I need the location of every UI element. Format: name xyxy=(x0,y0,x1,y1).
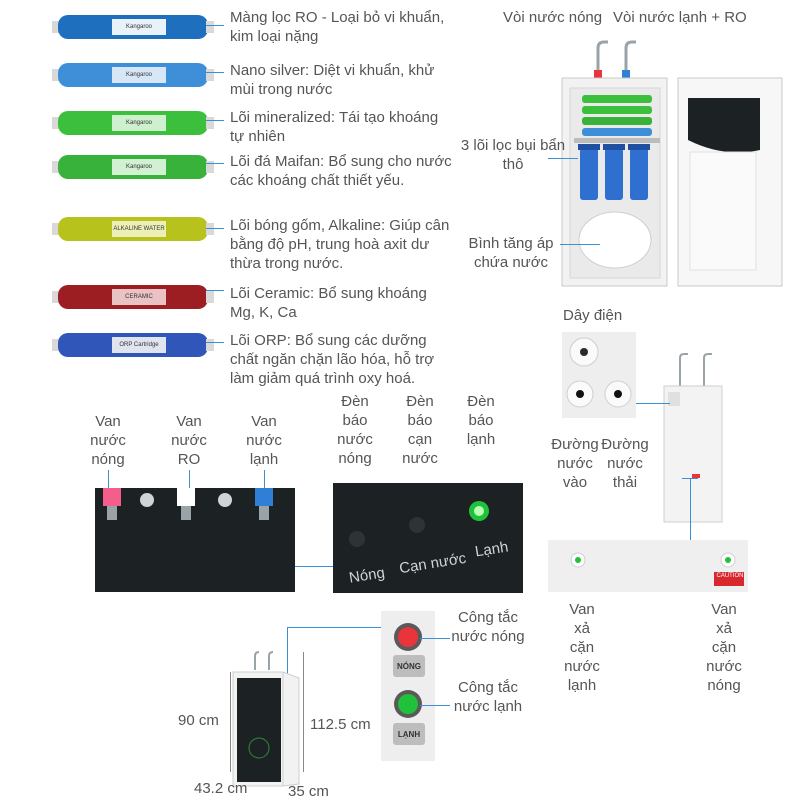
filter-description-ceramic: Lõi Ceramic: Bổ sung khoáng Mg, K, Ca xyxy=(230,285,427,321)
cold-button-text: LẠNH xyxy=(397,730,421,739)
water-in-label: Đường nước vào xyxy=(551,436,599,491)
prefilters-label: 3 lõi lọc bụi bẩn thô xyxy=(460,137,566,173)
filter-leader-line xyxy=(206,25,224,26)
height-left-label: 90 cm xyxy=(178,712,219,729)
tap-cold-label: Van nước lạnh xyxy=(246,413,282,468)
filter-cartridge-mineralized: Kangaroo xyxy=(52,108,214,138)
filter-leader-line xyxy=(206,228,224,229)
filter-cartridge-alkaline: ALKALINE WATER xyxy=(52,214,214,244)
drain-valves-strip xyxy=(548,540,748,592)
tank-leader xyxy=(560,244,600,245)
filter-cartridge-ceramic: CERAMIC xyxy=(52,282,214,312)
filter-description-orp: Lõi ORP: Bổ sung các dưỡng chất ngăn chặ… xyxy=(230,332,435,387)
back-ports-panel xyxy=(562,332,636,418)
drain-leader-v xyxy=(690,478,691,540)
filter-description-maifan: Lõi đá Maifan: Bổ sung cho nước các khoá… xyxy=(230,153,452,189)
filter-leader-line xyxy=(206,342,224,343)
drain-cold-label: Van xả cặn nước lạnh xyxy=(564,601,600,694)
prefilters-leader xyxy=(548,158,578,159)
hot-switch-leader xyxy=(420,638,450,639)
filter-brand-tag: Kangaroo xyxy=(125,24,153,30)
cabinet-side-view xyxy=(662,352,724,524)
width-label: 43.2 cm xyxy=(194,780,248,797)
switch-panel-leader-h xyxy=(287,627,381,628)
switch-panel-leader-v xyxy=(287,627,288,679)
filter-cartridge-ro: Kangaroo xyxy=(52,12,214,42)
filter-leader-line xyxy=(206,290,224,291)
filter-leader-line xyxy=(206,163,224,164)
drain-leader-h xyxy=(682,478,698,479)
filter-brand-tag: Kangaroo xyxy=(125,72,153,78)
filter-leader-line xyxy=(206,120,224,121)
indicator-panel: Nóng Cạn nước Lạnh xyxy=(333,483,523,593)
drain-hot-label: Van xả cặn nước nóng xyxy=(706,601,742,694)
tap-ro-leader xyxy=(189,470,190,488)
empty-lamp-label: Đèn báo cạn nước xyxy=(402,393,438,467)
height-dim-line-right xyxy=(303,652,304,772)
filter-brand-tag: ALKALINE WATER xyxy=(113,226,165,232)
filter-description-alkaline: Lõi bóng gốm, Alkaline: Giúp cân bằng độ… xyxy=(230,217,450,272)
depth-label: 35 cm xyxy=(288,783,329,800)
taps-panel xyxy=(95,488,295,592)
cold-switch-leader xyxy=(420,705,450,706)
water-out-label: Đường nước thải xyxy=(601,436,649,491)
cold-tap-label: Vòi nước lạnh + RO xyxy=(613,9,747,26)
power-cord-label: Dây điện xyxy=(563,307,623,324)
filter-brand-tag: Kangaroo xyxy=(125,120,153,126)
dimension-product-image xyxy=(225,648,305,788)
hot-lamp-label: Đèn báo nước nóng xyxy=(337,393,373,467)
cabinet-illustration xyxy=(560,40,785,290)
hot-button-text: NÓNG xyxy=(397,662,421,671)
filter-description-mineralized: Lõi mineralized: Tái tạo khoáng tự nhiên xyxy=(230,109,439,145)
taps-to-lamps-leader xyxy=(295,566,335,567)
filter-brand-tag: ORP Cartridge xyxy=(119,342,159,348)
switch-panel: NÓNG LẠNH xyxy=(381,611,435,761)
side-view-leader xyxy=(636,403,670,404)
hot-switch-label: Công tắc nước nóng xyxy=(451,609,525,645)
filter-cartridge-maifan: Kangaroo xyxy=(52,152,214,182)
cold-lamp-label: Đèn báo lạnh xyxy=(466,393,496,448)
tank-label: Bình tăng áp chứa nước xyxy=(468,235,554,271)
filter-brand-tag: Kangaroo xyxy=(125,164,153,170)
height-dim-line-left xyxy=(230,672,231,772)
filter-description-nano-silver: Nano silver: Diệt vi khuẩn, khử mùi tron… xyxy=(230,62,435,98)
tap-hot-leader xyxy=(108,470,109,488)
filter-leader-line xyxy=(206,72,224,73)
filter-cartridge-orp: ORP Cartridge xyxy=(52,330,214,360)
filter-brand-tag: CERAMIC xyxy=(125,294,153,300)
filter-description-ro: Màng lọc RO - Loại bỏ vi khuẩn, kim loại… xyxy=(230,9,445,45)
filter-cartridge-nano-silver: Kangaroo xyxy=(52,60,214,90)
caution-tag: CAUTION xyxy=(716,573,744,579)
tap-cold-leader xyxy=(264,470,265,488)
height-right-label: 112.5 cm xyxy=(310,716,371,733)
hot-tap-label: Vòi nước nóng xyxy=(503,9,603,26)
tap-hot-label: Van nước nóng xyxy=(90,413,126,468)
cold-switch-label: Công tắc nước lạnh xyxy=(453,679,523,715)
tap-ro-label: Van nước RO xyxy=(171,413,207,468)
